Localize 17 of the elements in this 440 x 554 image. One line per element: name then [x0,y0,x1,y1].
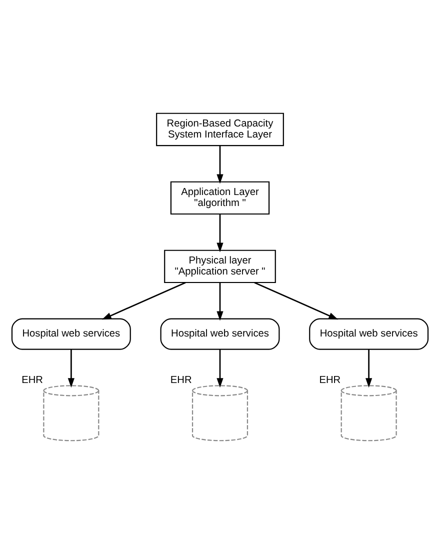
arrow [216,282,224,321]
node-box: Application Layer "algorithm " [170,181,270,215]
node-box: Physical layer "Application server " [164,250,276,284]
arrow [366,349,372,388]
arrow [216,349,224,388]
arrow [102,282,186,320]
node-box: Region-Based Capacity System Interface Layer [156,112,284,146]
arrow [254,282,338,320]
arrow [216,146,224,184]
node-label: EHR [170,374,192,386]
node-box: Hospital web services [11,318,131,350]
arrow [216,214,224,252]
node-box: Hospital web services [309,318,429,350]
arrow [68,349,74,388]
node-box: Hospital web services [160,318,280,350]
node-label: EHR [22,374,43,386]
node-label: EHR [319,374,341,386]
